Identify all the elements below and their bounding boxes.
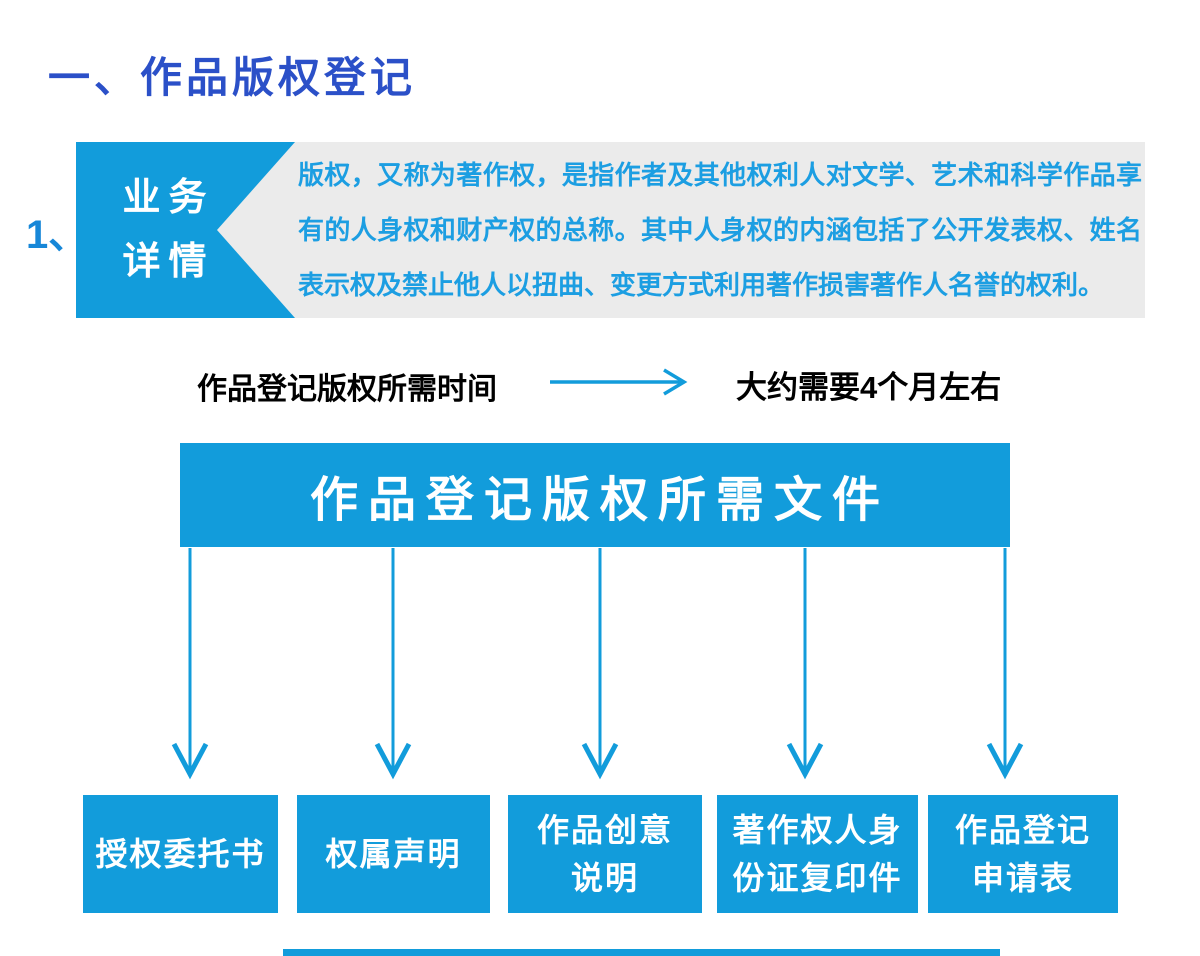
document-box-label: 权属声明 bbox=[325, 836, 462, 872]
registration-time-label: 作品登记版权所需时间 bbox=[197, 373, 497, 406]
next-section-banner-peek bbox=[283, 949, 1000, 956]
document-box-creative-description: 作品创意 说明 bbox=[508, 795, 702, 913]
right-arrow-icon bbox=[548, 367, 688, 402]
down-arrow-icon bbox=[578, 548, 622, 785]
documents-banner-label: 作品登记版权所需文件 bbox=[309, 474, 890, 527]
document-box-id-copy: 著作权人身 份证复印件 bbox=[717, 795, 918, 913]
registration-time-value: 大约需要4个月左右 bbox=[736, 370, 1002, 405]
document-box-authorization-letter: 授权委托书 bbox=[83, 795, 278, 913]
service-detail-tag-label: 业务 详情 bbox=[122, 177, 215, 283]
document-box-label: 授权委托书 bbox=[95, 836, 266, 872]
business-detail-row: 业务 详情 版权，又称为著作权，是指作者及其他权利人对文学、艺术和科学作品享有的… bbox=[76, 142, 1145, 318]
page-title: 一、作品版权登记 bbox=[48, 54, 417, 101]
document-box-application-form: 作品登记 申请表 bbox=[928, 795, 1118, 913]
down-arrow-icon bbox=[983, 548, 1027, 785]
document-box-ownership-statement: 权属声明 bbox=[297, 795, 490, 913]
down-arrow-icon bbox=[371, 548, 415, 785]
down-arrow-icon bbox=[783, 548, 827, 785]
document-box-label: 作品创意 说明 bbox=[536, 812, 673, 896]
documents-banner: 作品登记版权所需文件 bbox=[180, 443, 1010, 547]
down-arrow-icon bbox=[168, 548, 212, 785]
service-description-text: 版权，又称为著作权，是指作者及其他权利人对文学、艺术和科学作品享有的人身权和财产… bbox=[298, 160, 1142, 300]
service-description-panel: 版权，又称为著作权，是指作者及其他权利人对文学、艺术和科学作品享有的人身权和财产… bbox=[217, 142, 1145, 318]
document-box-label: 作品登记 申请表 bbox=[954, 812, 1091, 896]
document-box-label: 著作权人身 份证复印件 bbox=[732, 812, 903, 896]
